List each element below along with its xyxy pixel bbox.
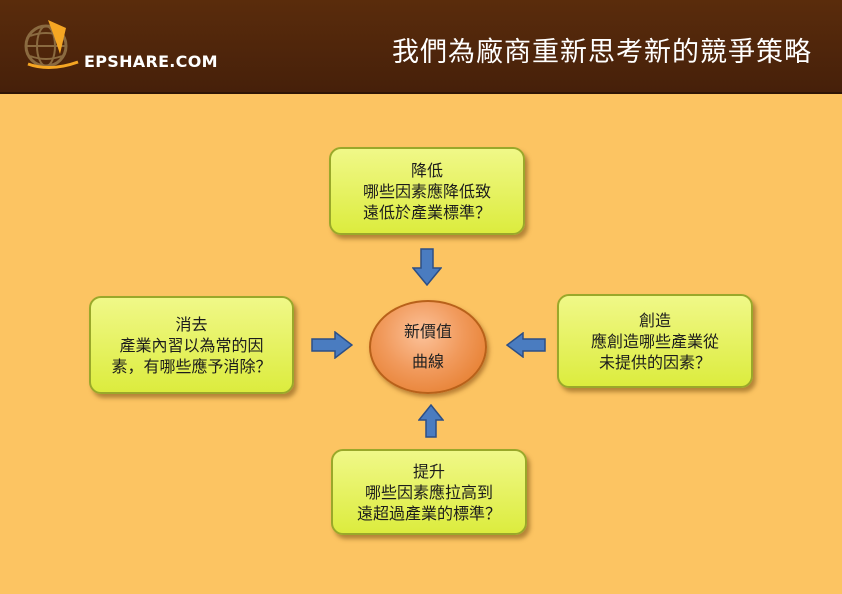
arrow-up-icon: [418, 404, 444, 438]
raise-box-heading: 提升: [412, 461, 445, 481]
arrow-right-icon: [311, 331, 353, 359]
create-box: 創造 應創造哪些產業從 未提供的因素？: [557, 294, 753, 388]
reduce-box-heading: 降低: [410, 160, 443, 180]
raise-box-line-1: 哪些因素應拉高到: [364, 482, 493, 502]
create-box-line-1: 應創造哪些產業從: [590, 331, 719, 351]
reduce-box-line-1: 哪些因素應降低致: [362, 181, 491, 201]
page-title: 我們為廠商重新思考新的競爭策略: [392, 37, 812, 68]
arrow-down-icon: [412, 248, 442, 286]
circle-line-2: 曲線: [411, 352, 444, 371]
eliminate-box-line-1: 產業內習以為常的因: [119, 335, 264, 355]
logo-text: EPSHARE.COM: [84, 52, 218, 71]
reduce-box-line-2: 遠低於產業標準？: [362, 202, 491, 222]
circle-line-1: 新價值: [403, 322, 452, 341]
globe-icon: [24, 20, 79, 69]
epshare-logo[interactable]: EPSHARE.COM: [20, 14, 220, 78]
header-bar: EPSHARE.COM 我們為廠商重新思考新的競爭策略: [0, 0, 842, 94]
create-box-line-2: 未提供的因素？: [598, 352, 711, 372]
reduce-box: 降低 哪些因素應降低致 遠低於產業標準？: [329, 147, 525, 235]
raise-box: 提升 哪些因素應拉高到 遠超過產業的標準？: [331, 449, 527, 535]
raise-box-line-2: 遠超過產業的標準？: [356, 503, 501, 523]
create-box-heading: 創造: [638, 310, 671, 330]
eliminate-box: 消去 產業內習以為常的因 素，有哪些應予消除？: [89, 296, 294, 394]
eliminate-box-line-2: 素，有哪些應予消除？: [111, 356, 272, 376]
eliminate-box-heading: 消去: [175, 314, 208, 334]
new-value-curve-circle: 新價值 曲線: [369, 300, 487, 394]
arrow-left-icon: [506, 332, 546, 358]
